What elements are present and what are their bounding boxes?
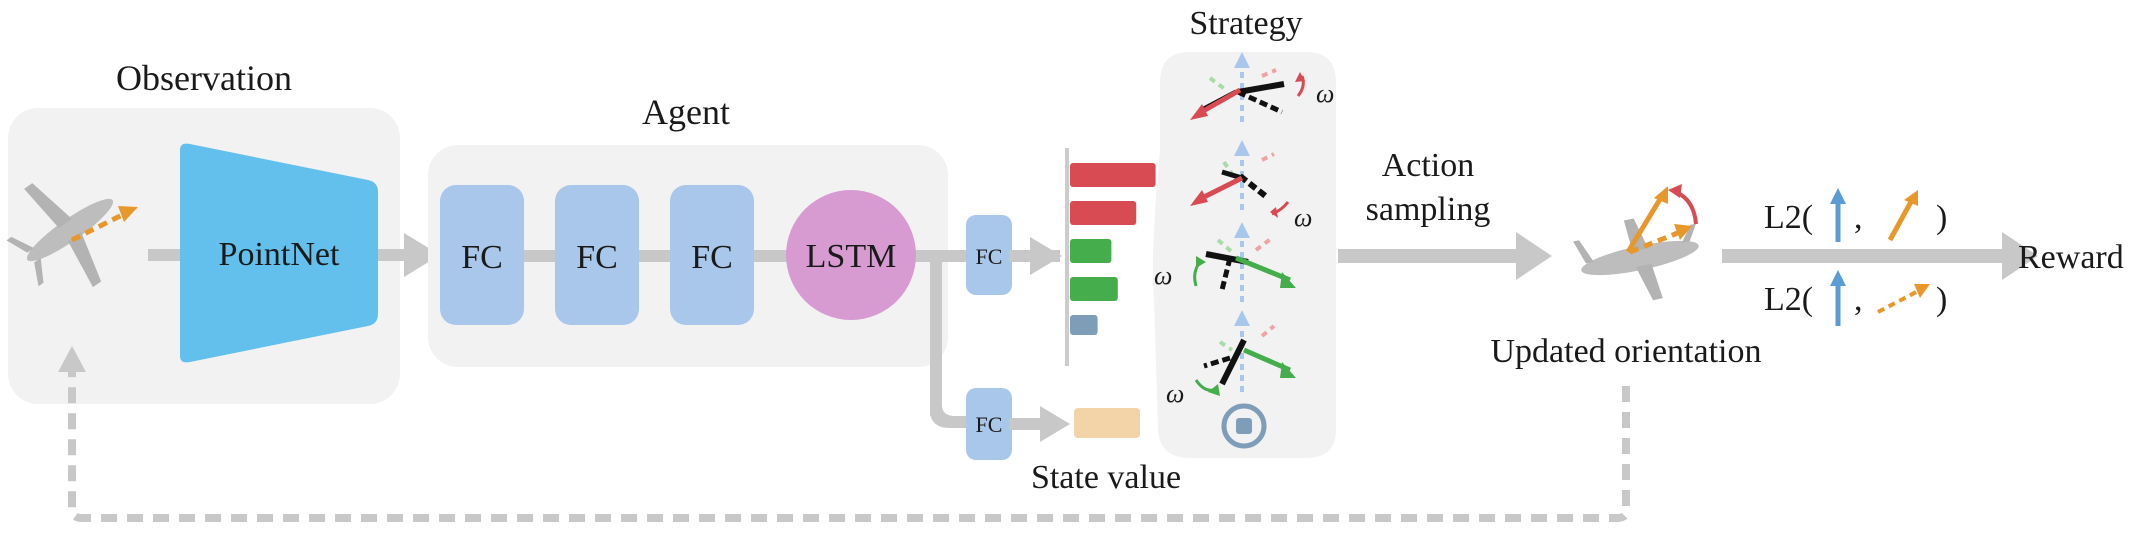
pointnet-block: PointNet — [180, 143, 378, 363]
action-sampling-line1: Action — [1382, 147, 1475, 184]
updated-orientation: Updated orientation — [1491, 184, 1762, 370]
action-glyph-3: ω — [1154, 222, 1296, 302]
strategy-bar-1 — [1070, 163, 1156, 187]
state-value-label: State value — [1031, 459, 1181, 496]
close-paren-2: ) — [1936, 281, 1947, 318]
strategy-title: Strategy — [1189, 5, 1302, 42]
omega-2: ω — [1294, 203, 1312, 232]
fc-value-head: FC — [966, 388, 1012, 460]
comma-2: , — [1854, 281, 1863, 318]
comma-1: , — [1854, 199, 1863, 236]
fc-policy-label: FC — [976, 244, 1003, 269]
feedback-loop — [58, 346, 1630, 522]
stop-icon — [1221, 403, 1267, 449]
l2-term-new: L2( , ) — [1764, 188, 1947, 242]
strategy-axis — [1065, 148, 1069, 366]
action-glyph-4: ω — [1166, 310, 1296, 449]
action-sampling: Action sampling — [1338, 147, 1552, 280]
fc-label-2: FC — [576, 239, 618, 276]
l2-open-1: L2( — [1764, 199, 1813, 236]
omega-1: ω — [1316, 79, 1334, 108]
fc-block-3: FC — [670, 185, 754, 325]
strategy-bar-4 — [1070, 277, 1118, 301]
fc-policy-head: FC — [966, 215, 1012, 295]
observation-panel: Observation PointNet — [6, 58, 400, 404]
close-paren-1: ) — [1936, 199, 1947, 236]
omega-3: ω — [1154, 261, 1172, 290]
fc-block-2: FC — [555, 185, 639, 325]
strategy-bar-2 — [1070, 201, 1137, 225]
strategy-panel: Strategy ω — [1065, 5, 1336, 458]
observation-title: Observation — [116, 58, 292, 98]
fc-value-label: FC — [976, 412, 1003, 437]
current-orientation-arrow — [70, 209, 130, 243]
new-orientation-arrow — [1625, 194, 1665, 254]
fc-block-1: FC — [440, 185, 524, 325]
updated-orientation-label: Updated orientation — [1491, 333, 1762, 370]
action-glyph-1: ω — [1190, 52, 1334, 122]
action-sampling-line2: sampling — [1366, 191, 1491, 228]
action-glyph-2: ω — [1190, 140, 1312, 232]
agent-title: Agent — [642, 92, 730, 132]
pointnet-label: PointNet — [219, 236, 340, 273]
agent-panel: Agent FC FC FC LSTM — [428, 92, 1060, 367]
flow-arrows — [148, 233, 440, 277]
omega-4: ω — [1166, 379, 1184, 408]
lstm-label: LSTM — [806, 238, 897, 275]
airplane-icon — [6, 183, 114, 288]
fc-label-1: FC — [461, 239, 503, 276]
l2-open-2: L2( — [1764, 281, 1813, 318]
updated-airplane-icon — [1573, 218, 1699, 301]
strategy-bar-3 — [1070, 239, 1112, 263]
fc-label-3: FC — [691, 239, 733, 276]
reward-section: Reward L2( , ) L2( , ) — [1722, 188, 2124, 326]
old-orientation-arrow — [1629, 229, 1681, 255]
head-branches: FC FC State value — [930, 215, 1181, 496]
lstm-block: LSTM — [786, 190, 916, 320]
strategy-bars — [1070, 163, 1156, 335]
reward-label: Reward — [2018, 239, 2124, 276]
feedback-arrowhead — [58, 346, 86, 372]
l2-term-old: L2( , ) — [1764, 270, 1947, 326]
state-value-bar — [1074, 408, 1140, 438]
strategy-bar-5 — [1070, 315, 1098, 335]
